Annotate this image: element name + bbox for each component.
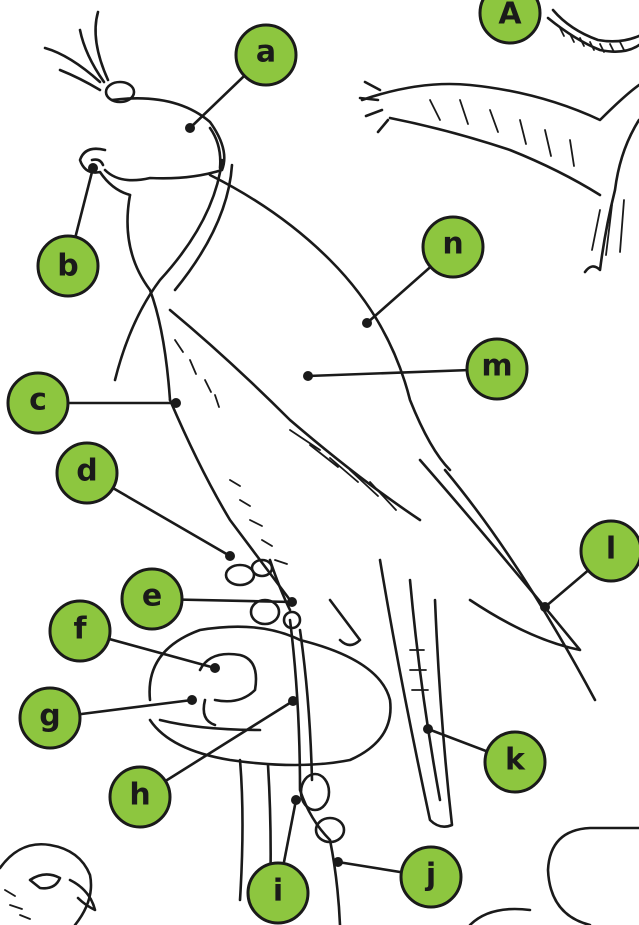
label-j: j <box>401 847 461 907</box>
label-h: h <box>110 767 170 827</box>
svg-text:f: f <box>73 612 87 647</box>
raptor-head-icon <box>0 844 95 925</box>
svg-text:m: m <box>481 349 512 384</box>
label-a: a <box>236 25 296 85</box>
leader-e-dot <box>287 597 297 607</box>
svg-text:g: g <box>39 699 60 734</box>
label-badges: A a b c d e f g <box>8 0 639 923</box>
leader-i-dot <box>291 795 301 805</box>
leader-m-dot <box>303 371 313 381</box>
label-l: l <box>581 521 639 581</box>
label-corner: A <box>480 0 540 43</box>
label-e: e <box>122 569 182 629</box>
leader-j-dot <box>333 857 343 867</box>
frame-corner <box>470 828 639 925</box>
svg-text:e: e <box>142 579 162 614</box>
leader-a-dot <box>185 123 195 133</box>
label-b: b <box>38 236 98 296</box>
svg-text:n: n <box>442 227 463 262</box>
leader-b-dot <box>88 163 98 173</box>
flying-bird-icon <box>360 82 639 272</box>
svg-text:h: h <box>129 778 150 813</box>
svg-text:a: a <box>256 35 276 70</box>
leader-g-dot <box>187 695 197 705</box>
svg-text:b: b <box>57 249 78 284</box>
svg-text:c: c <box>29 383 47 418</box>
leader-l-dot <box>540 602 550 612</box>
label-m: m <box>467 339 527 399</box>
leader-n-dot <box>362 318 372 328</box>
label-f: f <box>50 601 110 661</box>
svg-text:l: l <box>606 532 616 567</box>
leader-d-dot <box>225 551 235 561</box>
svg-text:d: d <box>76 454 97 489</box>
svg-text:A: A <box>498 0 522 32</box>
leader-c-dot <box>171 398 181 408</box>
leader-k-dot <box>423 724 433 734</box>
leader-f-dot <box>210 663 220 673</box>
label-c: c <box>8 373 68 433</box>
svg-text:k: k <box>505 743 526 778</box>
svg-text:i: i <box>273 874 283 909</box>
label-i: i <box>248 863 308 923</box>
svg-text:j: j <box>425 858 436 893</box>
leader-h-dot <box>288 696 298 706</box>
label-g: g <box>20 688 80 748</box>
perched-bird-partial-icon <box>548 10 639 52</box>
label-k: k <box>485 732 545 792</box>
label-n: n <box>423 217 483 277</box>
label-d: d <box>57 443 117 503</box>
